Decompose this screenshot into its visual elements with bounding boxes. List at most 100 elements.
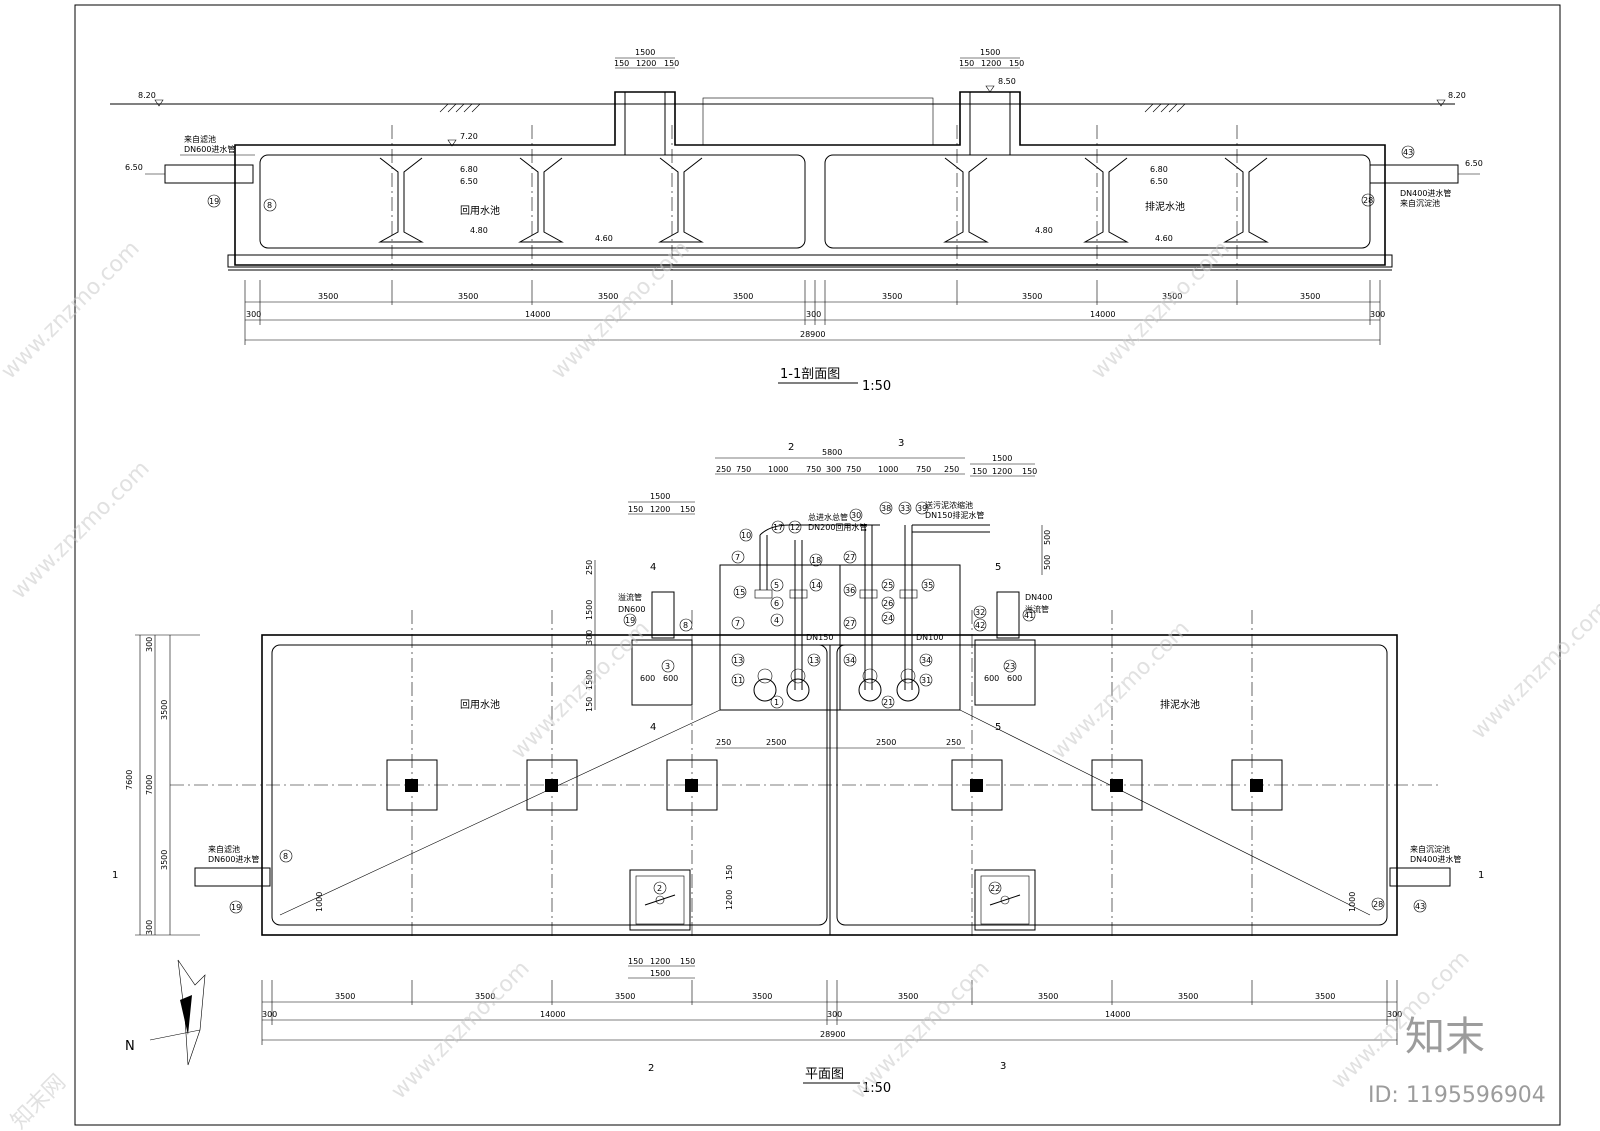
- svg-text:14000: 14000: [540, 1010, 565, 1019]
- svg-text:2: 2: [657, 884, 662, 893]
- section-total-dim: 28900: [800, 330, 825, 339]
- svg-text:DN100: DN100: [916, 633, 943, 642]
- column-centerlines: [391, 125, 1238, 270]
- svg-text:1000: 1000: [878, 465, 898, 474]
- svg-text:28: 28: [1373, 900, 1383, 909]
- svg-text:送污泥浓缩池: 送污泥浓缩池: [925, 500, 973, 510]
- svg-text:3500: 3500: [598, 292, 618, 301]
- svg-text:15: 15: [735, 588, 745, 597]
- pump-room-pipes: [753, 524, 990, 702]
- svg-text:3500: 3500: [1162, 292, 1182, 301]
- svg-text:36: 36: [845, 586, 855, 595]
- watermark-text: www.znzmo.com: [847, 956, 995, 1104]
- svg-text:来自滤池: 来自滤池: [208, 844, 240, 854]
- svg-text:300: 300: [585, 630, 594, 645]
- svg-text:11: 11: [733, 676, 743, 685]
- sump-level-left: 4.60: [595, 234, 613, 243]
- svg-text:19: 19: [209, 197, 219, 206]
- left-inlet-level: 6.50: [125, 163, 143, 172]
- plan-vertical-dims: 7600 300 3500 7000 3500 300: [125, 634, 200, 936]
- svg-text:1: 1: [112, 870, 118, 881]
- svg-text:4: 4: [650, 562, 656, 573]
- svg-text:1500: 1500: [992, 454, 1012, 463]
- svg-text:43: 43: [1415, 902, 1425, 911]
- north-arrow-icon: N: [125, 959, 206, 1066]
- section-scale: 1:50: [862, 379, 891, 394]
- water-level-high-right: 6.80: [1150, 165, 1168, 174]
- svg-text:14000: 14000: [1090, 310, 1115, 319]
- brand-logo: 知末: [1405, 1014, 1485, 1060]
- svg-text:DN400进水管: DN400进水管: [1410, 854, 1461, 864]
- svg-text:3500: 3500: [1315, 992, 1335, 1001]
- svg-text:1500: 1500: [980, 48, 1000, 57]
- svg-text:3500: 3500: [1300, 292, 1320, 301]
- upper-left-dims: 1500 150 1200 150: [628, 492, 695, 515]
- right-inlet-level: 6.50: [1465, 159, 1483, 168]
- svg-text:150: 150: [585, 697, 594, 712]
- svg-text:DN600进水管: DN600进水管: [208, 854, 259, 864]
- svg-text:2: 2: [648, 1063, 654, 1074]
- svg-text:8: 8: [283, 852, 288, 861]
- svg-text:500: 500: [1043, 555, 1052, 570]
- svg-text:3: 3: [1000, 1061, 1006, 1072]
- svg-text:4: 4: [774, 616, 779, 625]
- svg-text:300: 300: [1387, 1010, 1402, 1019]
- svg-text:150: 150: [664, 59, 679, 68]
- svg-text:10: 10: [741, 531, 751, 540]
- svg-text:1500: 1500: [585, 600, 594, 620]
- svg-text:500: 500: [1043, 530, 1052, 545]
- valve-pit-dims: 150 1200 150 1500 1200 150 1000 1000: [315, 865, 1357, 979]
- svg-text:150: 150: [628, 957, 643, 966]
- svg-text:22: 22: [990, 884, 1000, 893]
- svg-text:总进水总管: 总进水总管: [808, 512, 848, 522]
- section-left-tank-label: 回用水池: [460, 204, 500, 217]
- svg-text:300: 300: [145, 920, 154, 935]
- svg-text:150: 150: [725, 865, 734, 880]
- svg-text:150: 150: [628, 505, 643, 514]
- svg-text:7600: 7600: [125, 770, 134, 790]
- left-inlet-pit: [631, 639, 693, 706]
- svg-text:3500: 3500: [160, 700, 169, 720]
- right-inlet-pipe: DN400进水管 来自沉淀池 6.50: [1369, 159, 1483, 208]
- slab-level: 7.20: [460, 132, 478, 141]
- svg-text:750: 750: [806, 465, 821, 474]
- watermark-text: www.znzmo.com: [0, 236, 145, 384]
- svg-text:3500: 3500: [733, 292, 753, 301]
- svg-text:8: 8: [683, 621, 688, 630]
- drawing-frame: [74, 4, 1561, 1126]
- svg-text:27: 27: [845, 553, 855, 562]
- svg-text:7: 7: [735, 619, 740, 628]
- svg-text:1: 1: [774, 698, 779, 707]
- water-level-low-right: 6.50: [1150, 177, 1168, 186]
- section-hatch-dims-right: 1500 150 1200 150: [959, 48, 1024, 69]
- image-id: ID: 1195596904: [1368, 1083, 1546, 1108]
- svg-text:600: 600: [1007, 674, 1022, 683]
- sump-level-right: 4.60: [1155, 234, 1173, 243]
- pump-room-right: [839, 564, 961, 711]
- floor-level-right: 4.80: [1035, 226, 1053, 235]
- plan-scale: 1:50: [862, 1081, 891, 1096]
- plan-right-tank-label: 排泥水池: [1160, 698, 1200, 711]
- svg-text:DN200回用水管: DN200回用水管: [808, 522, 867, 532]
- plan-dims: 3500 3500 3500 3500 3500 3500 3500 3500 …: [261, 980, 1402, 1045]
- ground-hatch-right: [1144, 103, 1186, 113]
- svg-text:3500: 3500: [898, 992, 918, 1001]
- svg-text:31: 31: [921, 676, 931, 685]
- svg-text:600: 600: [663, 674, 678, 683]
- columns: [378, 157, 1269, 243]
- plan-left-tank-label: 回用水池: [460, 698, 500, 711]
- plan-centerlines: [170, 610, 1440, 940]
- svg-text:300: 300: [262, 1010, 277, 1019]
- left-small-vertical-dims: 250 1500 300 1500 150: [585, 560, 596, 712]
- svg-text:1000: 1000: [1348, 892, 1357, 912]
- top-level: 8.50: [998, 77, 1016, 86]
- svg-text:43: 43: [1403, 148, 1413, 157]
- plan-section-marks: 1 1 2 3 2 3 4 4 5 5: [112, 438, 1484, 1074]
- svg-text:3500: 3500: [615, 992, 635, 1001]
- svg-text:1200: 1200: [636, 59, 656, 68]
- svg-text:300: 300: [1370, 310, 1385, 319]
- plan-callouts-left: 10 17 12 7 15 5 14 6 4 7 13 13 11 1 18 1…: [229, 520, 823, 914]
- svg-text:750: 750: [846, 465, 861, 474]
- plan-pipe-notes: 总进水总管 DN200回用水管 送污泥浓缩池 DN150排泥水管 来自滤池 DN…: [208, 500, 1461, 864]
